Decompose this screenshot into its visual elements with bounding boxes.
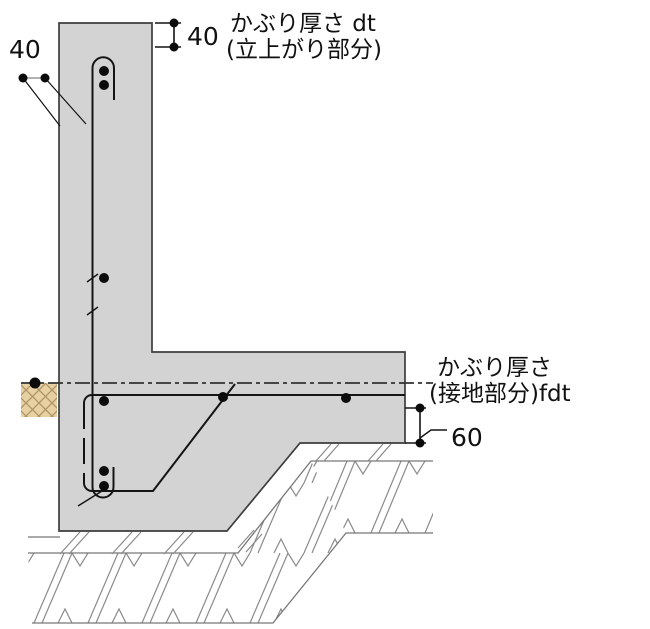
rebar-group — [77, 56, 405, 507]
top-cover-label-line1: かぶり厚さ dt — [230, 11, 376, 37]
dimension-footing-bottom-cover — [405, 403, 447, 448]
bottom-cover-label-line2: (接地部分)fdt — [429, 381, 571, 407]
footing-bottom-cover-value: 60 — [451, 423, 483, 452]
wall-side-cover-value: 40 — [9, 35, 41, 64]
wall-bar-splice-ticks — [86, 273, 99, 316]
gravel-top-boundary — [28, 460, 433, 554]
ground-block-hatch — [21, 383, 57, 417]
rebar-dot — [341, 393, 351, 403]
rebar-dot — [99, 66, 109, 76]
rebar-dot — [99, 80, 109, 90]
concrete-section-outline — [58, 22, 406, 532]
dimension-wall-side-cover — [18, 73, 87, 127]
footing-top-bar — [83, 394, 405, 404]
gravel-layer — [28, 460, 433, 624]
footing-bottom-bar-bent-up — [83, 383, 236, 492]
wall-bar-top-hook — [91, 56, 115, 100]
wall-main-bar-with-bottom-hook — [91, 68, 115, 499]
wall-top-cover-value: 40 — [187, 22, 219, 51]
lean-concrete-ticks — [59, 443, 392, 555]
rebar-dot — [218, 392, 228, 402]
dimension-wall-top-cover — [155, 18, 181, 52]
rebar-dot — [99, 466, 109, 476]
hook-cross-tick — [77, 490, 103, 507]
gravel-right-band — [311, 461, 433, 533]
rebar-dot — [99, 396, 109, 406]
rebar-dot — [99, 481, 109, 491]
ground-level-dot — [29, 377, 41, 389]
bottom-cover-label-line1: かぶり厚さ — [437, 355, 552, 381]
rebar-dot — [99, 273, 109, 283]
rebar-dots — [29, 66, 351, 491]
top-cover-label-line2: (立上がり部分) — [226, 37, 382, 63]
gravel-left-and-slope-band — [28, 461, 346, 623]
ground-level-block — [21, 383, 57, 417]
gravel-bottom-boundary — [32, 532, 433, 624]
